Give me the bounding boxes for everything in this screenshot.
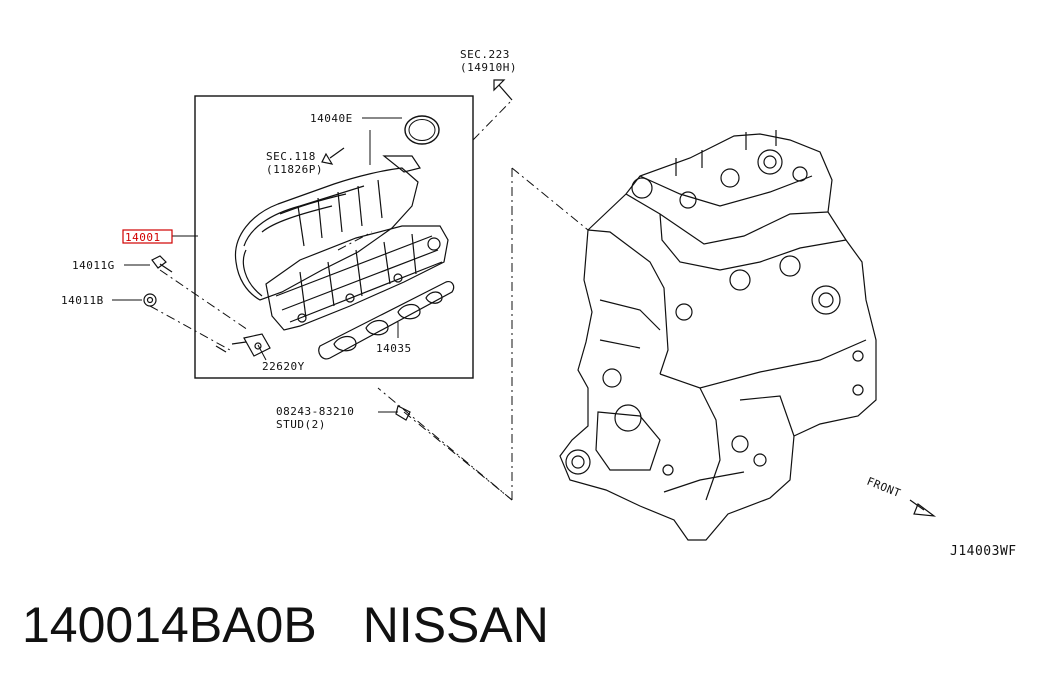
label-14001[interactable]: 14001 <box>125 231 161 244</box>
label-stud: STUD(2) <box>276 418 326 431</box>
gasket-ring <box>404 115 440 145</box>
label-08243: 08243-83210 <box>276 405 354 418</box>
label-14011B: 14011B <box>61 294 104 307</box>
label-22620Y: 22620Y <box>262 360 305 373</box>
label-14035: 14035 <box>376 342 412 355</box>
intake-manifold <box>234 155 449 331</box>
assembly-frame <box>194 95 474 379</box>
label-14040E: 14040E <box>310 112 353 125</box>
highlight-box-14001 <box>122 229 173 244</box>
caption: 140014BA0B NISSAN <box>22 596 549 654</box>
stud-08243 <box>215 345 411 421</box>
label-front: FRONT <box>865 475 903 500</box>
part-number: 140014BA0B <box>22 597 317 653</box>
manifold-gasket <box>318 281 455 360</box>
label-14011G: 14011G <box>72 259 115 272</box>
leader-lines <box>149 99 589 501</box>
label-sec223-ref: (14910H) <box>460 61 517 74</box>
sec118-arrow <box>321 147 345 165</box>
front-arrow-icon <box>909 499 937 517</box>
label-sec223: SEC.223 <box>460 48 510 61</box>
gasket-ring-inner <box>408 119 436 141</box>
brand-name: NISSAN <box>362 597 549 653</box>
diagram-id: J14003WF <box>950 544 1017 559</box>
label-sec118-ref: (11826P) <box>266 163 323 176</box>
label-sec118: SEC.118 <box>266 150 316 163</box>
nut-14011B <box>143 293 157 307</box>
callout-lines <box>112 117 402 413</box>
sensor-22620Y <box>231 333 271 357</box>
bolt-14011G <box>151 255 173 273</box>
engine-block <box>559 130 877 541</box>
sec223-arrow <box>493 79 513 101</box>
